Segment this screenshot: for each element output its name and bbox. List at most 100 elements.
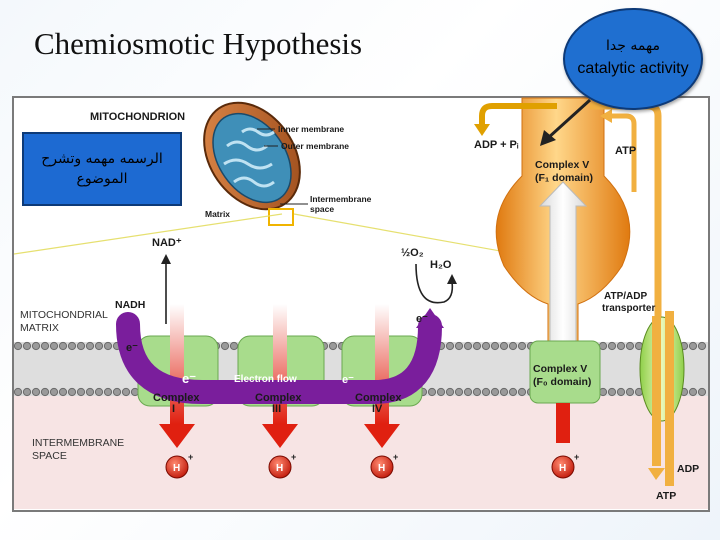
oxygen-arrowhead bbox=[447, 274, 457, 284]
adp-pi-label: ADP + Pᵢ bbox=[474, 139, 519, 151]
intermembrane-label-1: Intermembrane bbox=[310, 194, 372, 204]
svg-text:H: H bbox=[378, 463, 385, 474]
transporter-label-2: transporter bbox=[602, 303, 655, 314]
atp-synthase bbox=[495, 97, 631, 347]
complex-iii-label-2: III bbox=[272, 403, 281, 415]
lipid-head bbox=[688, 341, 698, 351]
lipid-head bbox=[58, 341, 68, 351]
matrix-label: Matrix bbox=[205, 209, 230, 219]
transporter-channel-left bbox=[652, 316, 661, 466]
inner-membrane-label: Inner membrane bbox=[278, 124, 344, 134]
oxygen-arrow bbox=[415, 263, 454, 304]
lipid-head bbox=[85, 387, 95, 397]
lipid-head bbox=[445, 387, 455, 397]
proton-arrowhead-i bbox=[159, 424, 195, 448]
proton-arrowhead-iii bbox=[262, 424, 298, 448]
lipid-head bbox=[508, 387, 518, 397]
zoom-line-right bbox=[293, 213, 518, 255]
lipid-head bbox=[85, 341, 95, 351]
lipid-head bbox=[481, 341, 491, 351]
nad-plus-label: NAD⁺ bbox=[152, 237, 182, 249]
matrix-region-label-2: MATRIX bbox=[20, 322, 59, 334]
lipid-head bbox=[103, 341, 113, 351]
lipid-head bbox=[454, 387, 464, 397]
proton-arrowhead-iv bbox=[364, 424, 400, 448]
svg-text:+: + bbox=[291, 452, 296, 462]
lipid-head bbox=[625, 387, 635, 397]
mitochondrion-label: MITOCHONDRION bbox=[90, 111, 185, 123]
complex-v-f1-label-2: (F₁ domain) bbox=[535, 172, 593, 184]
lipid-head bbox=[508, 341, 518, 351]
lipid-head bbox=[31, 341, 41, 351]
proton-v: H + bbox=[551, 452, 579, 479]
lipid-head bbox=[67, 387, 77, 397]
lipid-head bbox=[517, 387, 527, 397]
proton-iii: H + bbox=[268, 452, 296, 479]
lipid-head bbox=[481, 387, 491, 397]
adp-pi-arrowhead bbox=[474, 124, 490, 136]
adp-pi-arrow bbox=[479, 103, 557, 126]
lipid-head bbox=[22, 387, 32, 397]
svg-text:+: + bbox=[574, 452, 579, 462]
electron-label-1: e⁻ bbox=[126, 342, 138, 354]
lipid-head bbox=[688, 387, 698, 397]
lipid-head bbox=[490, 341, 500, 351]
intermembrane-region bbox=[14, 396, 708, 509]
arabic-note-box: الرسمه مهمه وتشرح الموضوع bbox=[22, 132, 182, 206]
electron-label-2: e⁻ bbox=[182, 371, 196, 386]
lipid-head bbox=[103, 387, 113, 397]
complex-iv-label-1: Complex bbox=[355, 392, 402, 404]
lipid-head bbox=[445, 341, 455, 351]
svg-text:H: H bbox=[559, 463, 566, 474]
lipid-head bbox=[76, 341, 86, 351]
lipid-head bbox=[463, 341, 473, 351]
lipid-head bbox=[31, 387, 41, 397]
lipid-head bbox=[112, 387, 122, 397]
lipid-head bbox=[76, 387, 86, 397]
lipid-head bbox=[49, 341, 59, 351]
electron-flow-path bbox=[116, 312, 442, 404]
svg-text:H: H bbox=[173, 463, 180, 474]
electron-flow-arrowhead bbox=[416, 308, 444, 328]
ims-label-1: INTERMEMBRANE bbox=[32, 437, 124, 449]
atp-top-arrowhead bbox=[600, 109, 612, 123]
lipid-head bbox=[517, 341, 527, 351]
h2o-label: H₂O bbox=[430, 259, 452, 271]
lipid-head bbox=[697, 387, 707, 397]
lipid-head bbox=[67, 341, 77, 351]
complex-i-label-2: I bbox=[172, 403, 175, 415]
transporter-label-1: ATP/ADP bbox=[604, 291, 647, 302]
lipid-head bbox=[22, 341, 32, 351]
half-o2-label: ½O₂ bbox=[401, 247, 424, 259]
intermembrane-label-2: space bbox=[310, 204, 334, 214]
lipid-head bbox=[220, 341, 230, 351]
lipid-head bbox=[454, 341, 464, 351]
atp-top-label: ATP bbox=[615, 145, 636, 157]
lipid-head bbox=[499, 387, 509, 397]
matrix-region-label-1: MITOCHONDRIAL bbox=[20, 309, 108, 321]
zoom-line-left bbox=[13, 213, 283, 255]
lipid-head bbox=[40, 341, 50, 351]
lipid-head bbox=[121, 387, 131, 397]
lipid-head bbox=[490, 387, 500, 397]
lipid-head bbox=[472, 387, 482, 397]
slide-title: Chemiosmotic Hypothesis bbox=[34, 26, 363, 61]
lipid-head bbox=[13, 341, 23, 351]
lipid-head bbox=[499, 341, 509, 351]
svg-text:H: H bbox=[276, 463, 283, 474]
outer-membrane-label: Outer membrane bbox=[281, 141, 349, 151]
atp-adp-transporter bbox=[639, 316, 685, 422]
lipid-head bbox=[616, 387, 626, 397]
catalytic-activity-callout: مهمه جدا catalytic activity bbox=[563, 8, 703, 110]
lipid-head bbox=[463, 387, 473, 397]
complex-v-f1-label-1: Complex V bbox=[535, 159, 589, 171]
nadh-label: NADH bbox=[115, 299, 145, 311]
atp-top-arrow bbox=[610, 113, 637, 192]
complex-v-f0-label-1: Complex V bbox=[533, 363, 587, 375]
adp-bottom-label: ADP bbox=[677, 463, 699, 475]
complex-iv-label-2: IV bbox=[372, 403, 383, 415]
lipid-head bbox=[58, 387, 68, 397]
proton-iv: H + bbox=[370, 452, 398, 479]
proton-i: H + bbox=[165, 452, 193, 479]
atp-bottom-label: ATP bbox=[656, 490, 676, 502]
